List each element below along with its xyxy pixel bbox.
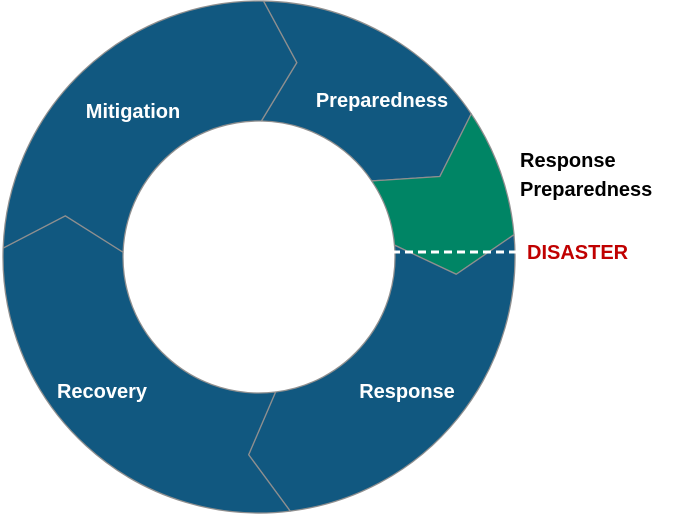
segment-label-preparedness: Preparedness [316, 90, 448, 112]
segment-mitigation [2, 0, 298, 253]
disaster-label: DISASTER [527, 242, 629, 264]
segment-recovery [2, 215, 291, 514]
callout-response-preparedness-line1: Response [520, 150, 616, 172]
segment-label-response: Response [359, 381, 455, 403]
segment-label-mitigation: Mitigation [86, 101, 180, 123]
segment-label-recovery: Recovery [57, 381, 148, 403]
segment-response [247, 234, 516, 512]
callout-response-preparedness-line2: Preparedness [520, 179, 652, 201]
